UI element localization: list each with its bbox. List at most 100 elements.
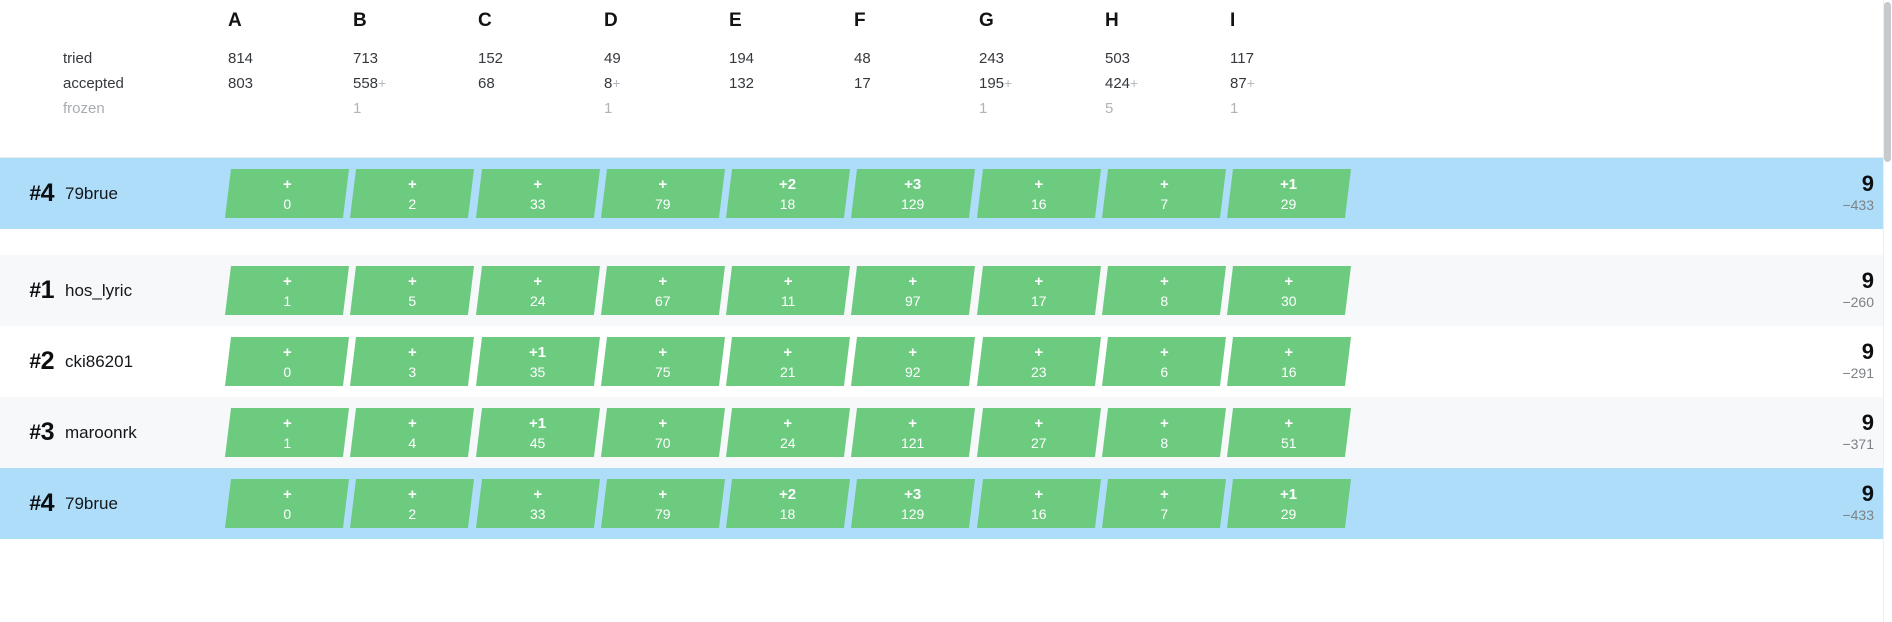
stat-accepted-h: 424+ — [1105, 75, 1139, 92]
problem-cell-h[interactable]: +8 — [1101, 266, 1227, 315]
stat-tried-e: 194 — [729, 50, 755, 67]
team-name[interactable]: 79brue — [65, 493, 118, 513]
problem-cell-d[interactable]: +67 — [600, 266, 726, 315]
problem-cell-h[interactable]: +7 — [1101, 169, 1227, 218]
cell-solve-time: 35 — [530, 363, 546, 380]
problem-letter-e[interactable]: E — [729, 10, 742, 31]
problem-cell-e[interactable]: +21 — [725, 337, 851, 386]
cell-attempts-badge: +1 — [529, 414, 547, 432]
cell-attempts-badge: + — [282, 343, 292, 361]
problem-letter-f[interactable]: F — [854, 10, 866, 31]
problem-cell-h[interactable]: +7 — [1101, 479, 1227, 528]
team-name[interactable]: 79brue — [65, 183, 118, 203]
problem-cell-a[interactable]: +1 — [224, 408, 350, 457]
cell-content: +0 — [282, 343, 292, 380]
cell-solve-time: 33 — [530, 195, 546, 212]
problem-cell-i[interactable]: +30 — [1226, 266, 1352, 315]
problem-cell-a[interactable]: +0 — [224, 169, 350, 218]
problem-letter-a[interactable]: A — [228, 10, 242, 31]
problem-letter-g[interactable]: G — [979, 10, 994, 31]
cell-attempts-badge: + — [282, 485, 292, 503]
problem-cell-h[interactable]: +8 — [1101, 408, 1227, 457]
problem-cell-a[interactable]: +1 — [224, 266, 350, 315]
problem-cell-f[interactable]: +121 — [850, 408, 976, 457]
cell-solve-time: 11 — [780, 292, 796, 309]
team-name[interactable]: cki86201 — [65, 351, 134, 371]
problem-cell-g[interactable]: +17 — [976, 266, 1102, 315]
solved-count: 9 — [1861, 170, 1874, 196]
cell-solve-time: 0 — [283, 195, 291, 212]
stat-accepted-g: 195+ — [979, 75, 1013, 92]
problem-cell-d[interactable]: +79 — [600, 479, 726, 528]
penalty-time: −433 — [1842, 506, 1874, 523]
problem-cell-e[interactable]: +11 — [725, 266, 851, 315]
stat-accepted-e: 132 — [729, 75, 755, 92]
problem-cell-d[interactable]: +79 — [600, 169, 726, 218]
cell-attempts-badge: + — [1159, 175, 1169, 193]
rank-number: 2 — [40, 347, 55, 375]
problem-letter-b[interactable]: B — [353, 10, 367, 31]
cell-content: +3 — [408, 344, 417, 380]
problem-cell-i[interactable]: +16 — [1226, 337, 1352, 386]
problem-cell-f[interactable]: +97 — [850, 266, 976, 315]
vertical-scrollbar[interactable] — [1883, 0, 1892, 622]
problem-cell-c[interactable]: +24 — [475, 266, 601, 315]
stat-accepted-d: 8+ — [604, 75, 621, 92]
problem-cell-g[interactable]: +23 — [976, 337, 1102, 386]
scrollbar-thumb[interactable] — [1884, 2, 1891, 162]
problem-letter-i[interactable]: I — [1230, 10, 1236, 31]
team-name[interactable]: maroonrk — [65, 422, 137, 442]
problem-cell-b[interactable]: +4 — [349, 408, 475, 457]
problem-cell-a[interactable]: +0 — [224, 479, 350, 528]
cell-attempts-badge: + — [1159, 485, 1169, 503]
problem-cell-d[interactable]: +75 — [600, 337, 726, 386]
problem-cell-f[interactable]: +92 — [850, 337, 976, 386]
pending-plus-icon: + — [612, 75, 621, 91]
cell-attempts-badge: + — [1034, 485, 1044, 503]
problem-cell-b[interactable]: +2 — [349, 169, 475, 218]
problem-cell-g[interactable]: +27 — [976, 408, 1102, 457]
problem-cell-b[interactable]: +3 — [349, 337, 475, 386]
stat-tried-d: 49 — [604, 50, 621, 67]
problem-cell-b[interactable]: +5 — [349, 266, 475, 315]
problem-letter-d[interactable]: D — [604, 10, 618, 31]
cell-content: +7 — [1159, 485, 1169, 522]
cell-solve-time: 79 — [655, 195, 671, 212]
team-name[interactable]: hos_lyric — [65, 280, 133, 300]
problem-letter-c[interactable]: C — [478, 10, 492, 31]
problem-cell-g[interactable]: +16 — [976, 169, 1102, 218]
cell-attempts-badge: + — [783, 343, 793, 361]
cell-content: +1 — [283, 273, 292, 309]
problem-cell-e[interactable]: +24 — [725, 408, 851, 457]
problem-cell-d[interactable]: +70 — [600, 408, 726, 457]
cell-content: +16 — [1281, 344, 1297, 380]
problem-cell-h[interactable]: +6 — [1101, 337, 1227, 386]
problem-cell-c[interactable]: +33 — [475, 479, 601, 528]
problem-cell-c[interactable]: +33 — [475, 169, 601, 218]
problem-cell-b[interactable]: +2 — [349, 479, 475, 528]
problem-cell-i[interactable]: +51 — [1226, 408, 1352, 457]
cell-attempts-badge: + — [1034, 175, 1044, 193]
problem-cell-g[interactable]: +16 — [976, 479, 1102, 528]
problem-cell-a[interactable]: +0 — [224, 337, 350, 386]
penalty-time: −371 — [1842, 435, 1874, 452]
problem-letter-h[interactable]: H — [1105, 10, 1119, 31]
cell-attempts-badge: + — [407, 485, 417, 503]
